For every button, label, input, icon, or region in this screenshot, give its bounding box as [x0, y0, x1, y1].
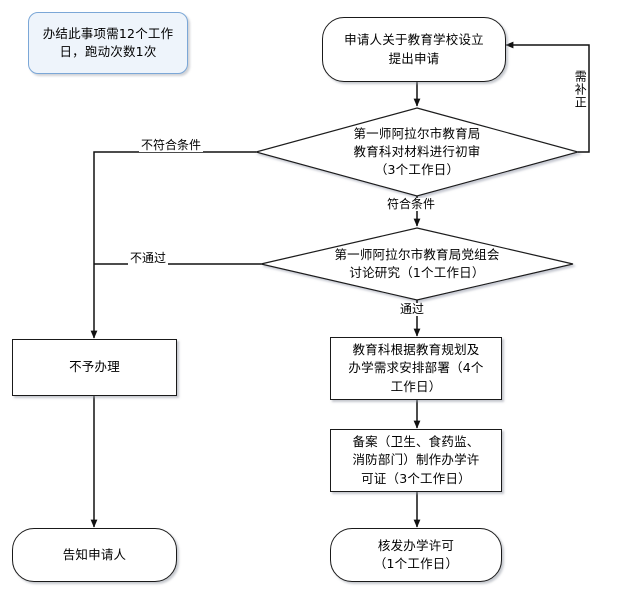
edge-label-need-fix: 需补正 — [573, 68, 588, 111]
node-record-and-make-license[interactable]: 备案（卫生、食药监、 消防部门）制作办学许 可证（3个工作日） — [330, 429, 502, 492]
note-processing-time: 办结此事项需12个工作日，跑动次数1次 — [28, 12, 188, 74]
edge-label-passed: 通过 — [398, 302, 427, 317]
node-applicant-submit[interactable]: 申请人关于教育学校设立 提出申请 — [322, 17, 506, 82]
node-not-accepted[interactable]: 不予办理 — [12, 339, 177, 396]
edge-review1-notqualified-to-reject — [90, 151, 256, 339]
edge-label-not-qualified: 不符合条件 — [139, 138, 204, 153]
node-decision-initial-review[interactable]: 第一师阿拉尔市教育局 教育科对材料进行初审 （3个工作日） — [353, 125, 481, 178]
edge-label-qualified: 符合条件 — [385, 197, 438, 212]
node-issue-license[interactable]: 核发办学许可 （1个工作日） — [330, 528, 502, 582]
node-decision-party-committee[interactable]: 第一师阿拉尔市教育局党组会 讨论研究（1个工作日） — [334, 246, 500, 280]
node-education-dept-deploy[interactable]: 教育科根据教育规划及 办学需求安排部署（4个 工作日） — [330, 337, 502, 400]
node-notify-applicant[interactable]: 告知申请人 — [12, 528, 177, 582]
edge-label-not-passed: 不通过 — [128, 251, 169, 266]
